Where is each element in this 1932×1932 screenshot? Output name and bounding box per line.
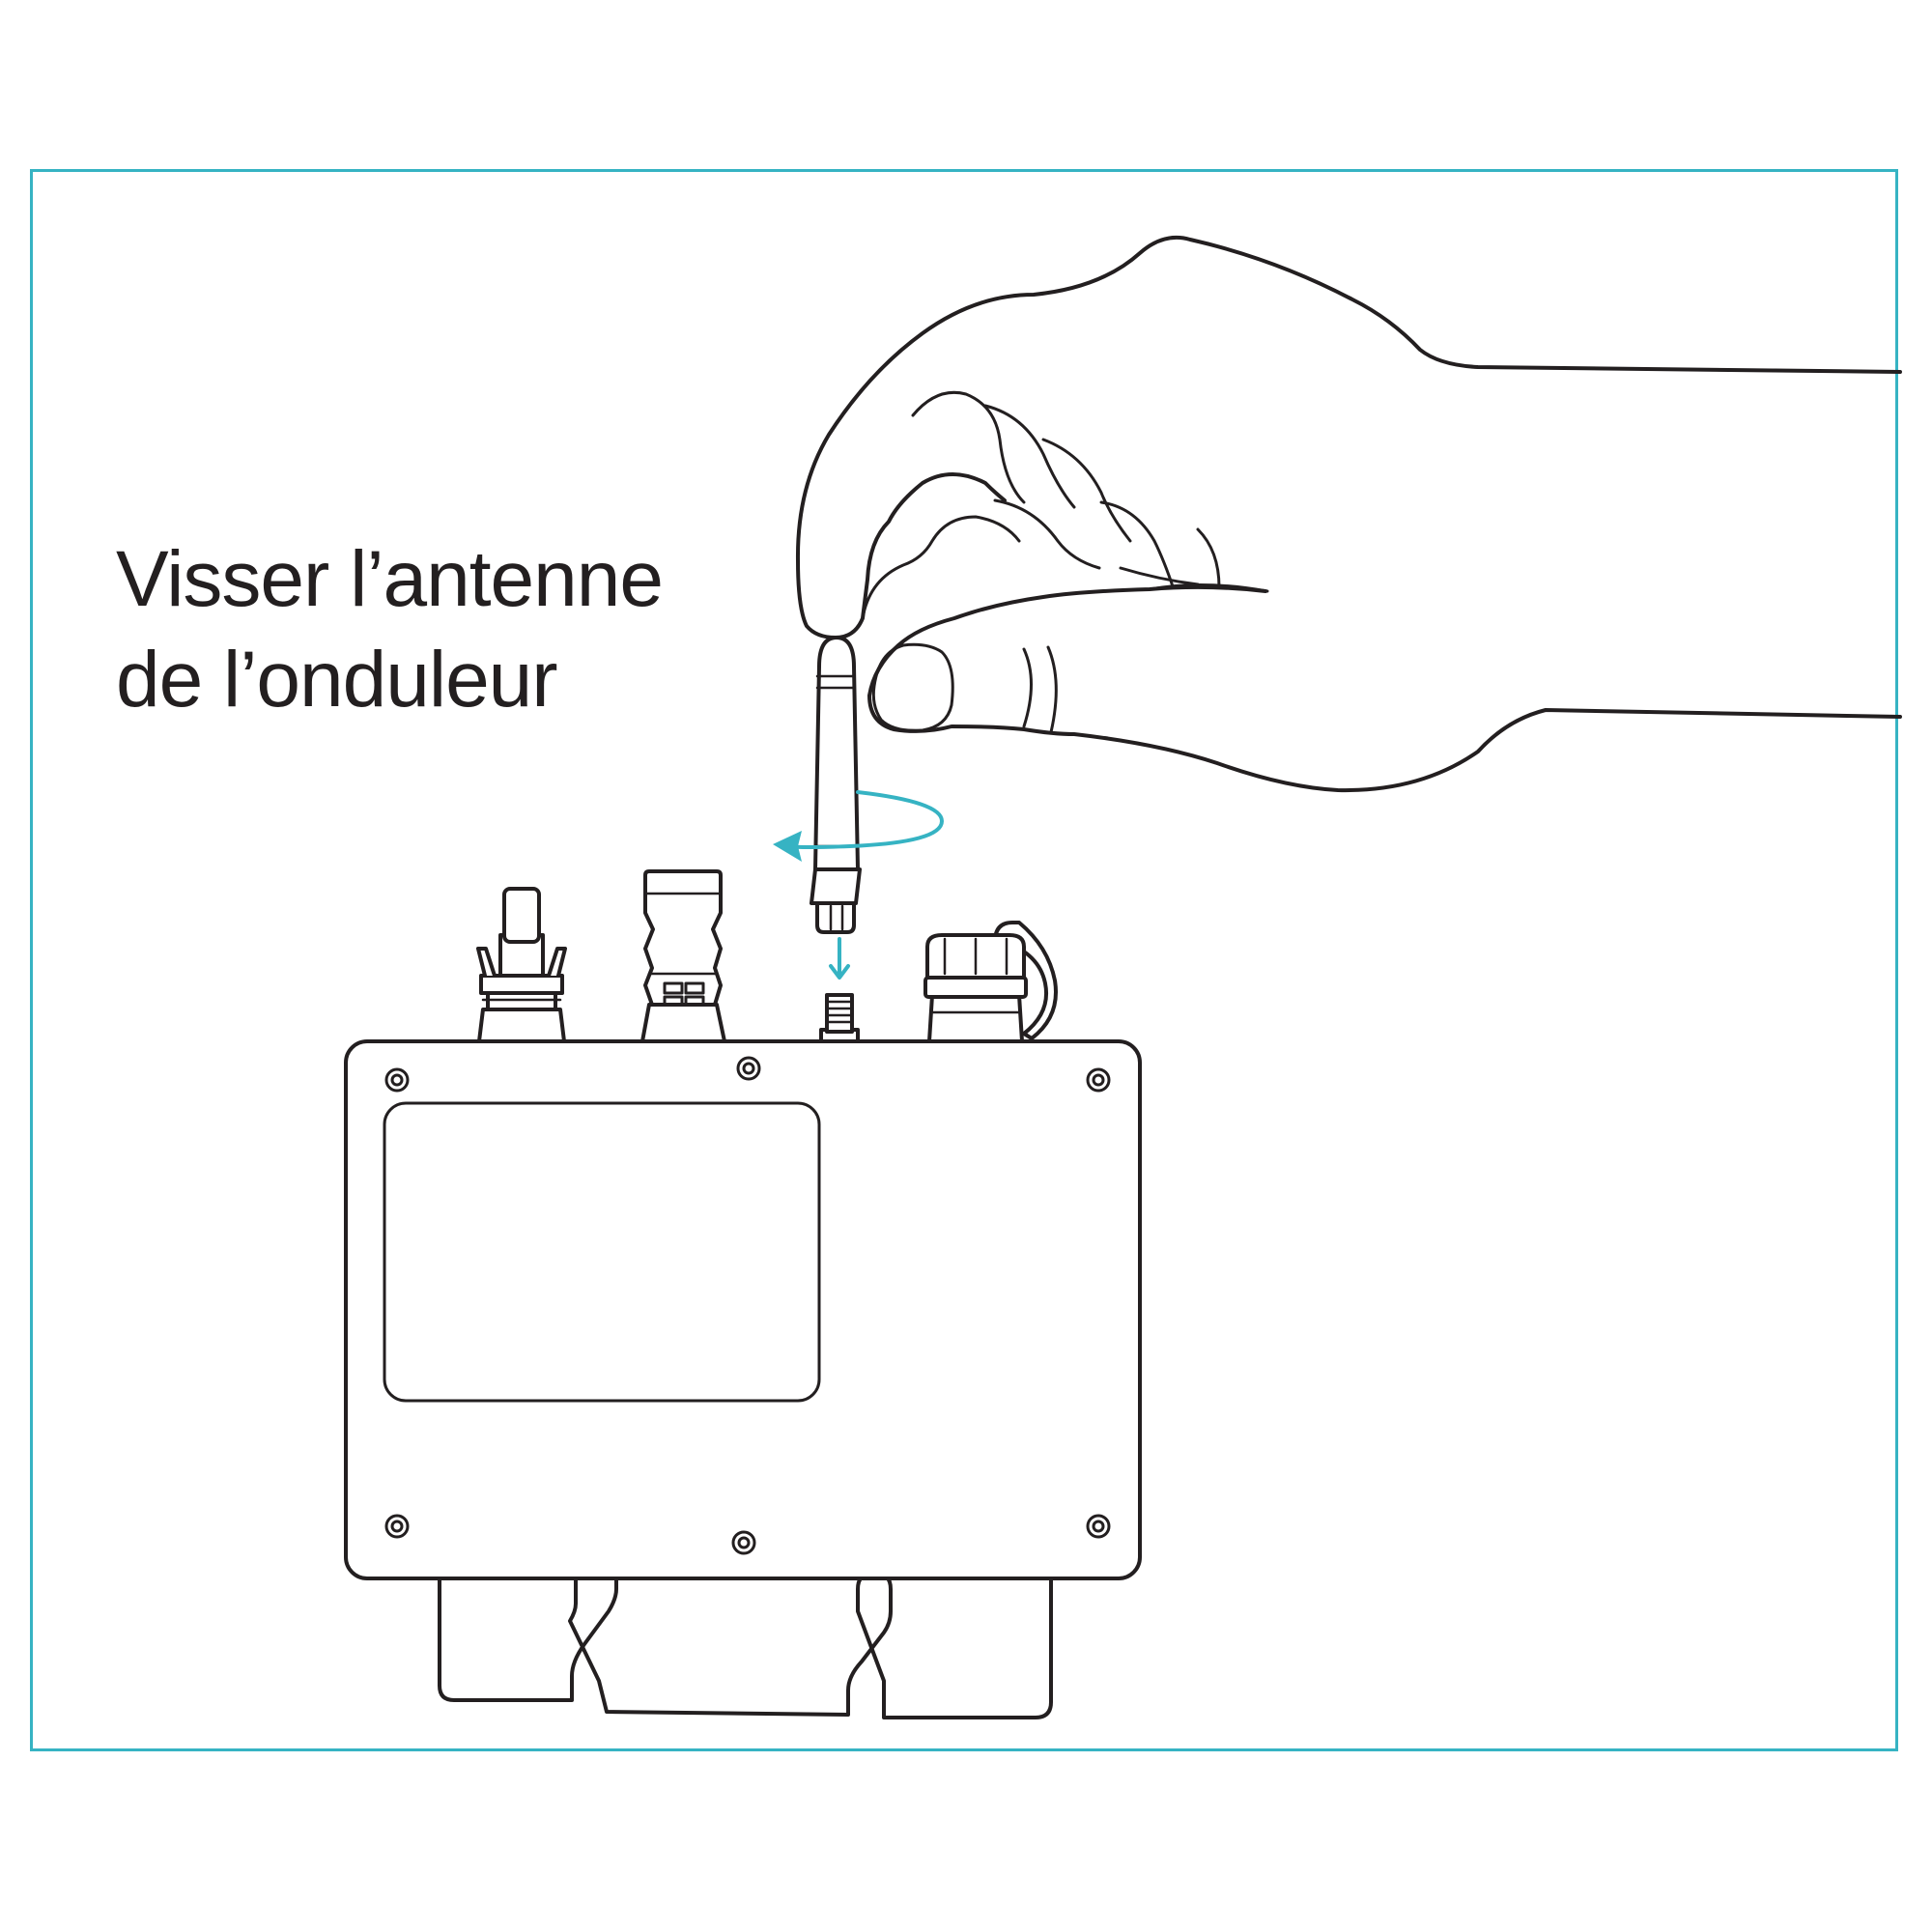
inverter-label-panel bbox=[383, 1101, 821, 1403]
screw-icons bbox=[384, 1056, 1111, 1555]
inverter-icon bbox=[344, 869, 1142, 1719]
down-arrow-icon bbox=[829, 937, 850, 980]
instruction-line-2: de l’onduleur bbox=[116, 636, 558, 724]
rotation-arrow-icon bbox=[773, 790, 944, 862]
antenna-icon bbox=[810, 636, 862, 934]
capped-port-icon bbox=[923, 921, 1058, 1043]
instruction-caption: Visser l’antenne de l’onduleur bbox=[116, 529, 664, 730]
antenna-socket-icon bbox=[819, 993, 860, 1043]
inverter-body bbox=[344, 1039, 1142, 1580]
illustration-frame bbox=[30, 169, 1898, 1751]
hand-icon bbox=[795, 235, 1902, 793]
dc-connector-icon bbox=[476, 887, 567, 1043]
instruction-line-1: Visser l’antenne bbox=[116, 535, 664, 623]
ac-connector-icon bbox=[640, 869, 726, 1043]
